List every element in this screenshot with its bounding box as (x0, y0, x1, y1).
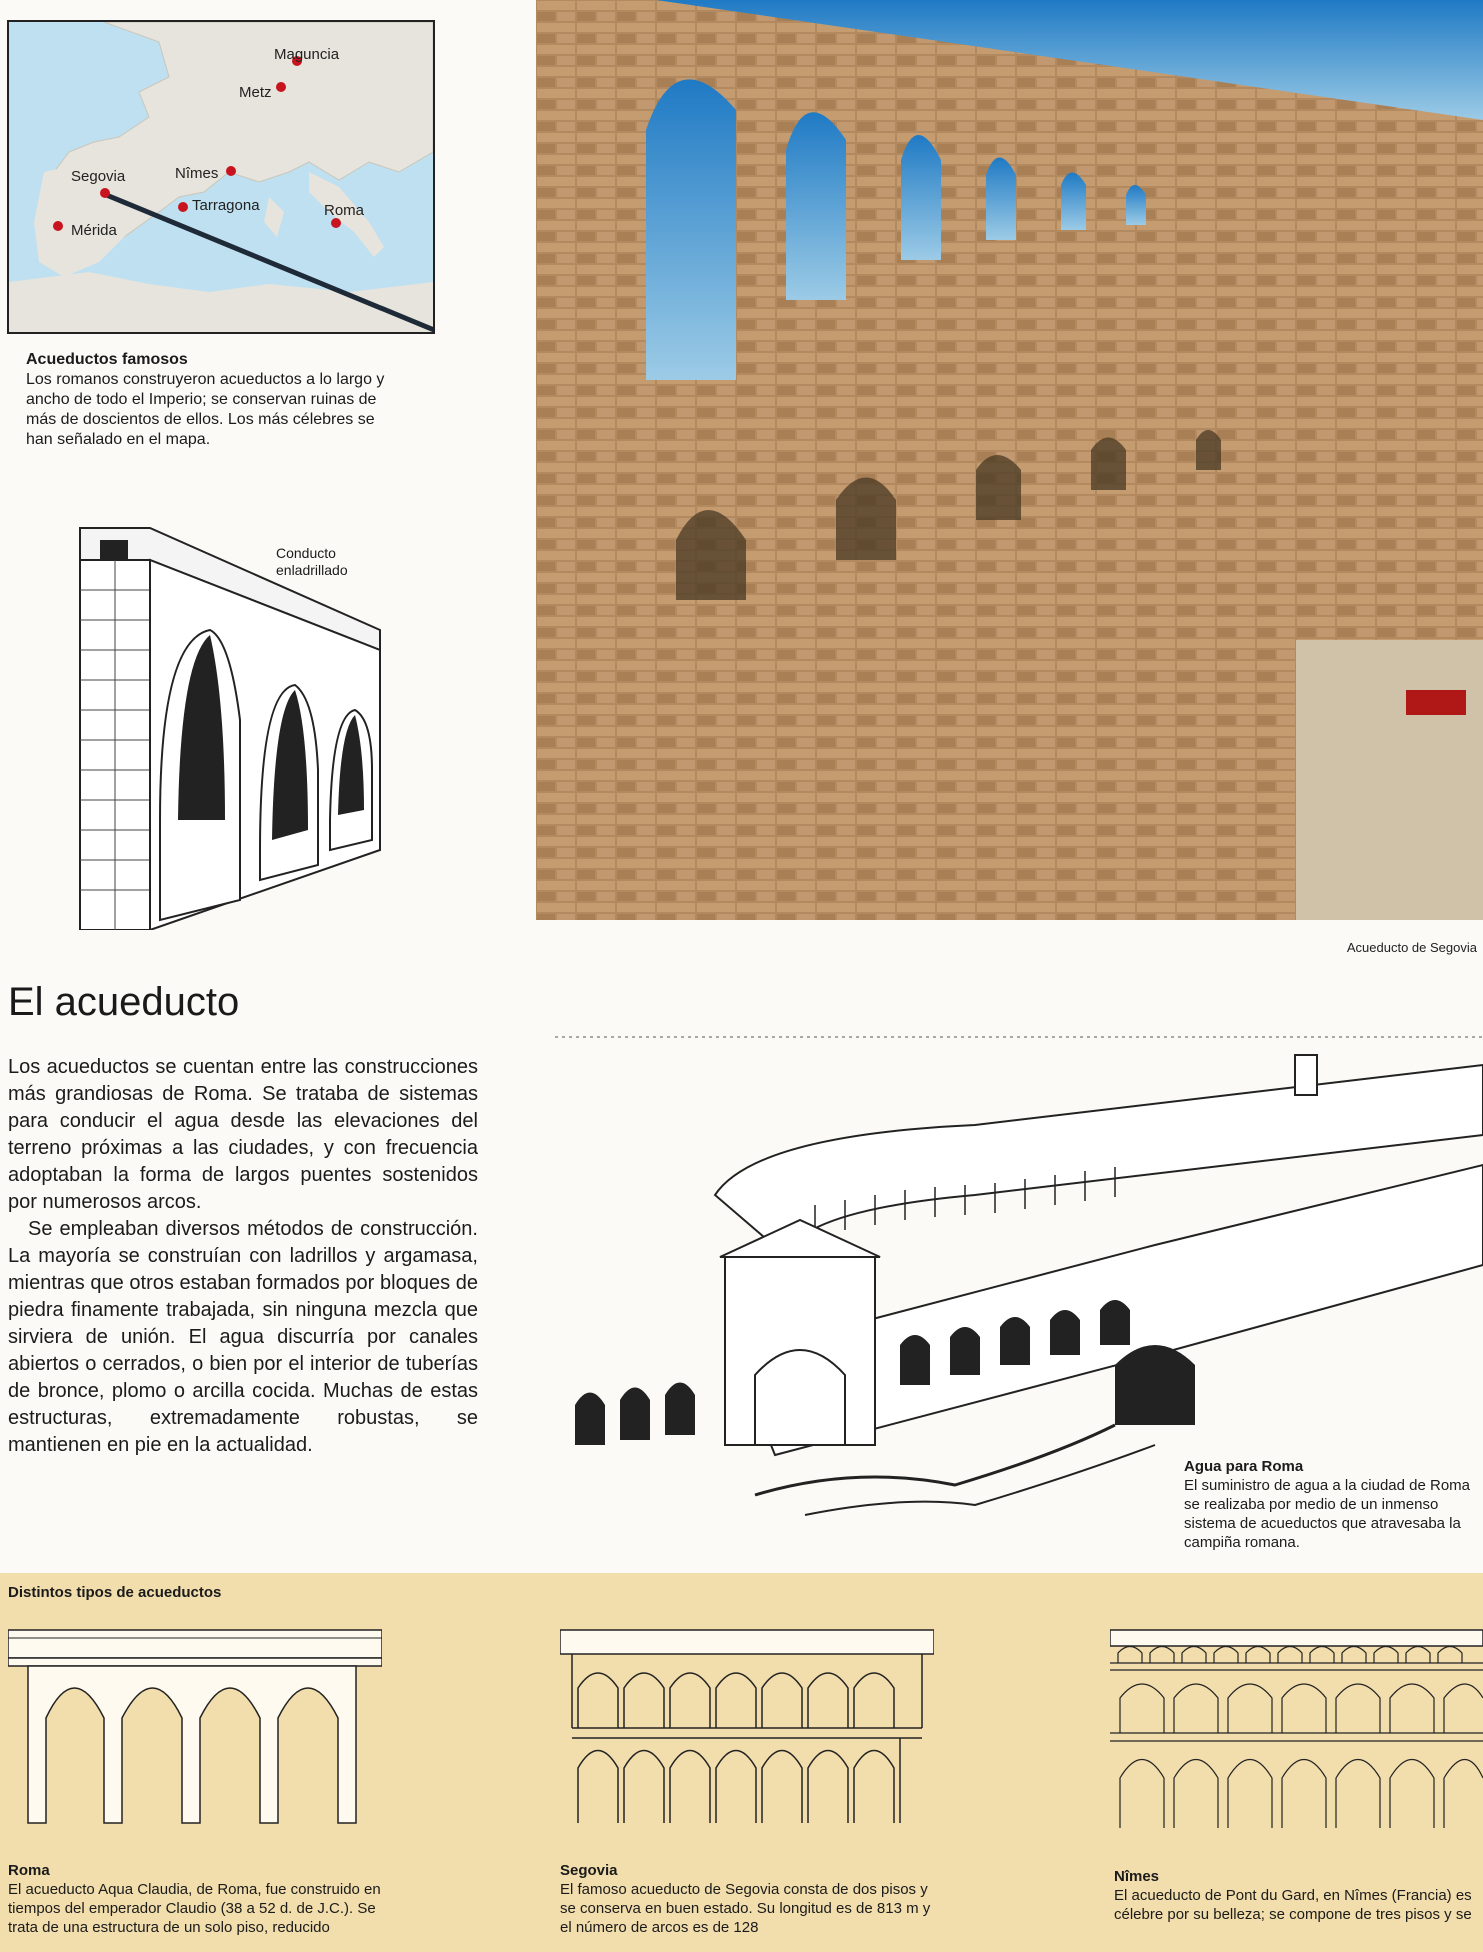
map-caption: Acueductos famosos Los romanos construye… (26, 350, 386, 450)
conduit-label: Conducto enladrillado (276, 545, 348, 579)
nimes-diagram-graphic (1109, 1629, 1483, 1828)
city-label-maguncia: Maguncia (274, 46, 340, 63)
segovia-aqueduct-photo (536, 0, 1483, 920)
type-segovia-text: El famoso acueducto de Segovia consta de… (560, 1881, 931, 1936)
rome-drawing (555, 1025, 1483, 1525)
photo-caption: Acueducto de Segovia (1346, 940, 1477, 955)
type-roma: Roma El acueducto Aqua Claudia, de Roma,… (8, 1861, 388, 1937)
rome-aqueducts-illustration (555, 1025, 1483, 1525)
article-paragraph: Se empleaban diversos métodos de constru… (8, 1218, 478, 1456)
city-label-tarragona: Tarragona (192, 197, 260, 214)
rome-caption-title: Agua para Roma (1184, 1458, 1304, 1475)
aqueducts-map: Maguncia Metz Segovia Nîmes Tarragona Ro… (7, 20, 435, 334)
photo-graphic (536, 0, 1483, 920)
aqueduct-types-title: Distintos tipos de acueductos (8, 1584, 222, 1601)
type-segovia: Segovia El famoso acueducto de Segovia c… (560, 1861, 940, 1937)
article-title: El acueducto (8, 980, 240, 1024)
city-label-nimes: Nîmes (175, 165, 219, 182)
type-nimes-name: Nîmes (1114, 1868, 1160, 1885)
city-label-merida: Mérida (71, 222, 117, 239)
segovia-diagram-graphic (559, 1629, 935, 1823)
type-roma-name: Roma (8, 1862, 50, 1879)
rome-caption: Agua para Roma El suministro de agua a l… (1184, 1457, 1483, 1552)
conduit-illustration (60, 520, 400, 932)
type-roma-text: El acueducto Aqua Claudia, de Roma, fue … (8, 1881, 381, 1936)
conduit-label-line1: Conducto (276, 545, 336, 561)
article-body: Los acueductos se cuentan entre las cons… (8, 1054, 478, 1459)
roma-aqueduct-diagram (7, 1618, 383, 1828)
city-label-segovia: Segovia (71, 168, 126, 185)
nimes-aqueduct-diagram (1109, 1618, 1483, 1833)
map-caption-title: Acueductos famosos (26, 351, 188, 368)
type-nimes: Nîmes El acueducto de Pont du Gard, en N… (1114, 1867, 1474, 1924)
rome-caption-text: El suministro de agua a la ciudad de Rom… (1184, 1477, 1470, 1551)
conduit-drawing (79, 527, 381, 932)
type-nimes-text: El acueducto de Pont du Gard, en Nîmes (… (1114, 1887, 1472, 1923)
conduit-label-line2: enladrillado (276, 562, 348, 578)
roma-diagram-graphic (7, 1629, 383, 1824)
segovia-aqueduct-diagram (559, 1618, 935, 1828)
article-paragraph: Los acueductos se cuentan entre las cons… (8, 1056, 478, 1213)
type-segovia-name: Segovia (560, 1862, 618, 1879)
city-label-metz: Metz (239, 84, 272, 101)
map-caption-text: Los romanos construyeron acueductos a lo… (26, 371, 385, 448)
city-label-roma: Roma (324, 202, 365, 219)
map-graphic (9, 22, 433, 332)
